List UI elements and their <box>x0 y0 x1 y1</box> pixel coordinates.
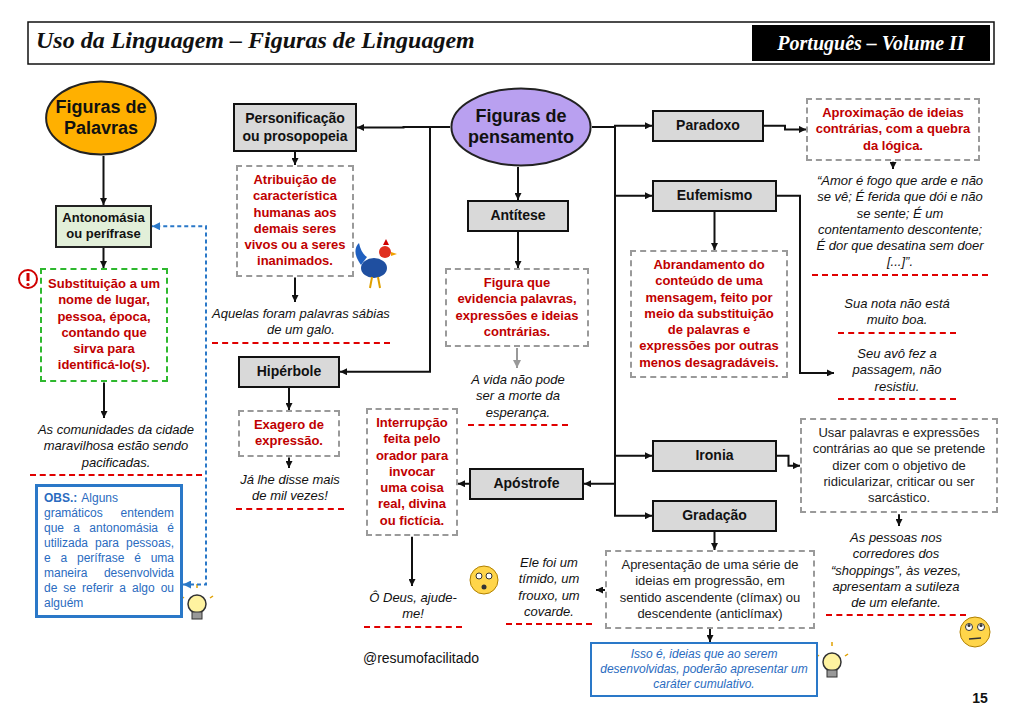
node-text: Alguns gramáticos entendem que a antonom… <box>44 491 174 610</box>
page-title: Uso da Linguagem – Figuras de Linguagem <box>36 27 475 54</box>
figure-box: Gradação <box>652 500 777 532</box>
arrow-connector <box>103 156 105 205</box>
figure-box: Personificação ou prosopopeia <box>233 103 357 152</box>
figure-box: Antítese <box>467 200 569 232</box>
warning-icon <box>19 270 37 288</box>
node-text: Gradação <box>682 507 747 525</box>
figure-box: Antonomásia ou perífrase <box>55 205 152 248</box>
leader-line <box>898 514 900 526</box>
leader-line <box>516 348 518 368</box>
example-text: As comunidades da cidade maravilhosa est… <box>30 422 202 476</box>
category-ellipse: Figuras de Palavras <box>45 80 157 156</box>
node-text: Antítese <box>490 207 545 225</box>
leader-line <box>288 458 290 469</box>
definition-box: Apresentação de uma série de ideias em p… <box>605 550 815 629</box>
node-text: Exagero de expressão. <box>246 417 332 450</box>
arrow-connector <box>764 126 806 130</box>
arrow-connector <box>294 152 296 165</box>
note-box: OBS.:Alguns gramáticos entendem que a an… <box>35 484 183 618</box>
arrow-connector <box>709 629 711 642</box>
lightbulb-icon <box>181 584 213 619</box>
node-text: Personificação ou prosopopeia <box>241 110 349 145</box>
page-number: 15 <box>960 690 1000 711</box>
arrow-connector <box>592 127 652 196</box>
watermark: @resumofacilitado <box>336 650 506 671</box>
definition-box: Usar palavras e expressões contrárias ao… <box>800 418 998 513</box>
arrow-connector <box>714 532 716 551</box>
example-text: “Amor é fogo que arde e não se vê; É fer… <box>812 173 988 276</box>
leader-line <box>596 589 605 591</box>
node-text: Substituição a um nome de lugar, pessoa,… <box>48 276 160 374</box>
node-text: Português – Volume II <box>777 32 964 55</box>
node-text: Paradoxo <box>676 117 740 135</box>
definition-box: Exagero de expressão. <box>238 410 340 457</box>
arrow-connector <box>714 212 716 251</box>
example-text: Seu avô fez a passagem, não resistiu. <box>838 346 956 400</box>
arrow-connector <box>517 232 519 269</box>
arrow-connector <box>288 388 290 411</box>
node-text: Isso é, ideias que ao serem desenvolvida… <box>598 647 810 692</box>
node-text: Interrupção feita pelo orador para invoc… <box>374 415 450 529</box>
leader-line <box>411 537 413 586</box>
definition-box: Figura que evidencia palavras, expressõe… <box>445 268 589 347</box>
leader-line <box>294 278 296 303</box>
ellipse-shape <box>451 89 590 166</box>
header-frame <box>28 22 994 64</box>
definition-box: Substituição a um nome de lugar, pessoa,… <box>40 268 168 382</box>
leader-line <box>892 162 894 169</box>
definition-box: Atribuição de característica humanas aos… <box>236 165 354 277</box>
example-text: Ô Deus, ajude-me! <box>364 590 462 628</box>
rooster-icon <box>355 239 397 288</box>
definition-box: Interrupção feita pelo orador para invoc… <box>366 408 458 536</box>
figure-box: Eufemismo <box>652 180 777 212</box>
face-icon <box>960 617 990 647</box>
figure-box: Ironia <box>652 440 777 472</box>
node-text: OBS.: <box>44 491 77 505</box>
example-text: Sua nota não está muito boa. <box>838 296 956 334</box>
arrow-connector <box>517 167 519 200</box>
node-text: Atribuição de característica humanas aos… <box>244 172 346 270</box>
figure-box: Apóstrofe <box>469 468 584 500</box>
node-text: Figura que evidencia palavras, expressõe… <box>453 275 581 340</box>
arrow-connector <box>777 456 800 466</box>
arrow-connector <box>340 127 450 372</box>
node-text: Figuras de pensamento <box>450 106 592 147</box>
example-text: Aquelas foram palavras sábias de um galo… <box>212 306 390 344</box>
node-text: Apóstrofe <box>493 475 559 493</box>
example-text: Ele foi um tímido, um frouxo, um covarde… <box>506 555 592 625</box>
header-band: Português – Volume II <box>752 25 990 61</box>
node-text: Aproximação de ideias contrárias, com a … <box>814 105 972 154</box>
node-text: Hipérbole <box>257 363 322 381</box>
arrow-connector <box>458 483 469 485</box>
leader-line <box>103 383 105 419</box>
lightbulb-icon <box>816 642 848 677</box>
figure-box: Hipérbole <box>238 356 340 388</box>
example-text: Já lhe disse mais de mil vezes! <box>236 472 344 510</box>
node-text: Antonomásia ou perífrase <box>61 210 146 243</box>
figure-box: Paradoxo <box>652 110 764 142</box>
definition-box: Abrandamento do conteúdo de uma mensagem… <box>630 250 788 378</box>
example-text: As pessoas nos corredores dos “shoppings… <box>826 530 966 616</box>
node-text: Eufemismo <box>677 187 752 205</box>
category-ellipse: Figuras de pensamento <box>450 87 592 167</box>
example-text: A vida não pode ser a morte da esperança… <box>468 372 568 426</box>
arrow-connector <box>103 248 105 269</box>
node-text: Abrandamento do conteúdo de uma mensagem… <box>638 257 780 371</box>
face-icon <box>470 566 498 594</box>
note-box: Isso é, ideias que ao serem desenvolvida… <box>590 642 818 697</box>
node-text: Ironia <box>695 447 733 465</box>
node-text: Figuras de Palavras <box>45 97 157 138</box>
definition-box: Aproximação de ideias contrárias, com a … <box>806 98 980 161</box>
node-text: Apresentação de uma série de ideias em p… <box>613 557 807 622</box>
node-text: Usar palavras e expressões contrárias ao… <box>808 425 990 506</box>
